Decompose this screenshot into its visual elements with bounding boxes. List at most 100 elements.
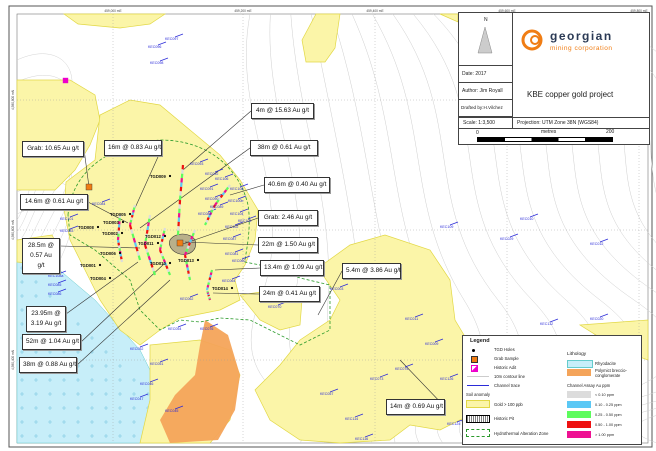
assay-callout: Grab: 10.65 Au g/t: [22, 141, 84, 157]
assay-segment: [167, 271, 172, 276]
assay-segment: [209, 212, 213, 216]
scalebar-start: 0: [476, 130, 479, 136]
scale-projection-row: Scale: 1:3,500 Projection: UTM Zone 38N …: [458, 117, 650, 145]
channel-label: KEC104: [230, 212, 243, 216]
assay-segment: [205, 287, 209, 291]
channel-label: KEC109: [440, 225, 453, 229]
rhyodacite-cross-icon: [20, 322, 24, 326]
channel-trace: [247, 215, 257, 220]
callout-leader-line: [65, 261, 139, 315]
assay-segment: [192, 229, 197, 234]
rhyodacite-cross-icon: [34, 420, 38, 424]
assay-segment: [207, 214, 211, 218]
channel-label: KEC046: [140, 382, 153, 386]
legend-item-soil: Gold > 100 ppb: [494, 402, 523, 407]
rhyodacite-cross-icon: [90, 336, 94, 340]
assay-segment: [130, 229, 134, 235]
assay-segment: [132, 237, 137, 243]
hole-label: TGD010: [150, 261, 166, 266]
rhyodacite-cross-icon: [20, 280, 24, 284]
assay-segment: [209, 272, 213, 276]
assay-segment: [185, 261, 188, 265]
assay-callout: 13.4m @ 1.09 Au g/t: [260, 260, 324, 276]
rhyodacite-cross-icon: [62, 420, 66, 424]
assay-callout: 24m @ 0.41 Au g/t: [259, 286, 320, 302]
channel-label: KEC108a: [48, 274, 63, 278]
rhyodacite-cross-icon: [62, 406, 66, 410]
rhyodacite-cross-icon: [104, 350, 108, 354]
tgd-hole-marker: [108, 276, 112, 280]
rhyodacite-cross-icon: [118, 406, 122, 410]
channel-label: KEC106: [215, 177, 228, 181]
assay-segment: [135, 246, 139, 252]
legend: Legend TGD Holes Grab Sample Historic Ad…: [462, 335, 642, 445]
channel-trace: [509, 233, 519, 238]
assay-segment: [147, 218, 151, 223]
channel-trace: [434, 338, 444, 343]
rhyodacite-cross-icon: [90, 392, 94, 396]
rhyodacite-cross-icon: [48, 350, 52, 354]
assay-segment: [183, 254, 187, 259]
rhyodacite-cross-icon: [20, 308, 24, 312]
rhyodacite-cross-icon: [104, 392, 108, 396]
grid-x-label: 459,400 mE: [366, 9, 383, 13]
legend-item-pit: Historic Pit: [494, 416, 515, 421]
channel-trace: [69, 225, 79, 230]
assay-segment: [191, 232, 195, 237]
rhyodacite-cross-icon: [90, 378, 94, 382]
assay-segment: [158, 249, 163, 254]
rhyodacite-cross-icon: [62, 378, 66, 382]
hole-label: TGD004: [90, 276, 106, 281]
rhyodacite-cross-icon: [104, 434, 108, 438]
rhyodacite-cross-icon: [48, 378, 52, 382]
assay-label: > 1.00 ppm: [595, 433, 615, 437]
assay-segment: [215, 199, 220, 204]
assay-segment: [143, 241, 147, 246]
rhyodacite-cross-icon: [62, 434, 66, 438]
assay-segment: [183, 251, 188, 256]
channel-trace: [549, 318, 559, 323]
channel-label: KEC112: [540, 322, 553, 326]
rhyodacite-cross-icon: [104, 406, 108, 410]
assay-segment: [133, 204, 137, 208]
callout-leader-line: [317, 270, 343, 316]
grid-y-label: 4,580,600 mN: [11, 219, 15, 240]
company-subtitle: mining corporation: [550, 45, 613, 52]
assay-segment: [160, 238, 164, 242]
channel-label: KEC090: [205, 197, 218, 201]
assay-callout: 4m @ 15.63 Au g/t: [251, 103, 314, 119]
assay-heading: Channel Assay Au ppm: [567, 383, 611, 388]
historic-pit-swatch: [466, 415, 490, 423]
historic-adit-icon: [471, 365, 478, 372]
callout-leader-line: [184, 241, 259, 246]
callout-leader-line: [134, 147, 163, 209]
soil-anomaly-heading: Soil anomaly: [466, 392, 490, 397]
channel-trace: [414, 313, 424, 318]
assay-segment: [146, 252, 150, 257]
tgd-hole-marker: [121, 220, 125, 224]
tgd-hole-marker: [96, 225, 100, 229]
legend-item-grab: Grab Sample: [494, 356, 519, 361]
assay-segment: [217, 196, 222, 201]
channel-label: KEC124: [447, 422, 460, 426]
north-label: N: [484, 17, 488, 23]
channel-label: KEC081: [225, 252, 238, 256]
assay-segment: [210, 269, 214, 273]
legend-item-breccia: Polymict breccio-conglomerate: [595, 368, 627, 378]
channel-trace: [449, 221, 459, 226]
rhyodacite-cross-icon: [132, 434, 136, 438]
rhyodacite-cross-icon: [48, 406, 52, 410]
assay-swatch: [567, 411, 591, 418]
assay-segment: [132, 207, 136, 211]
rhyodacite-cross-icon: [118, 392, 122, 396]
lithology-heading: Lithology: [567, 352, 587, 357]
channel-label: KEC051: [150, 362, 163, 366]
drafted-by-text: Drafted by:H.Vilchez: [461, 105, 503, 110]
channel-trace: [57, 279, 67, 284]
rhyodacite-cross-icon: [76, 406, 80, 410]
assay-segment: [162, 233, 165, 237]
channel-label: KEC084: [92, 202, 105, 206]
rhyodacite-cross-icon: [20, 392, 24, 396]
rhyodacite-cross-icon: [132, 420, 136, 424]
rhyodacite-cross-icon: [104, 378, 108, 382]
